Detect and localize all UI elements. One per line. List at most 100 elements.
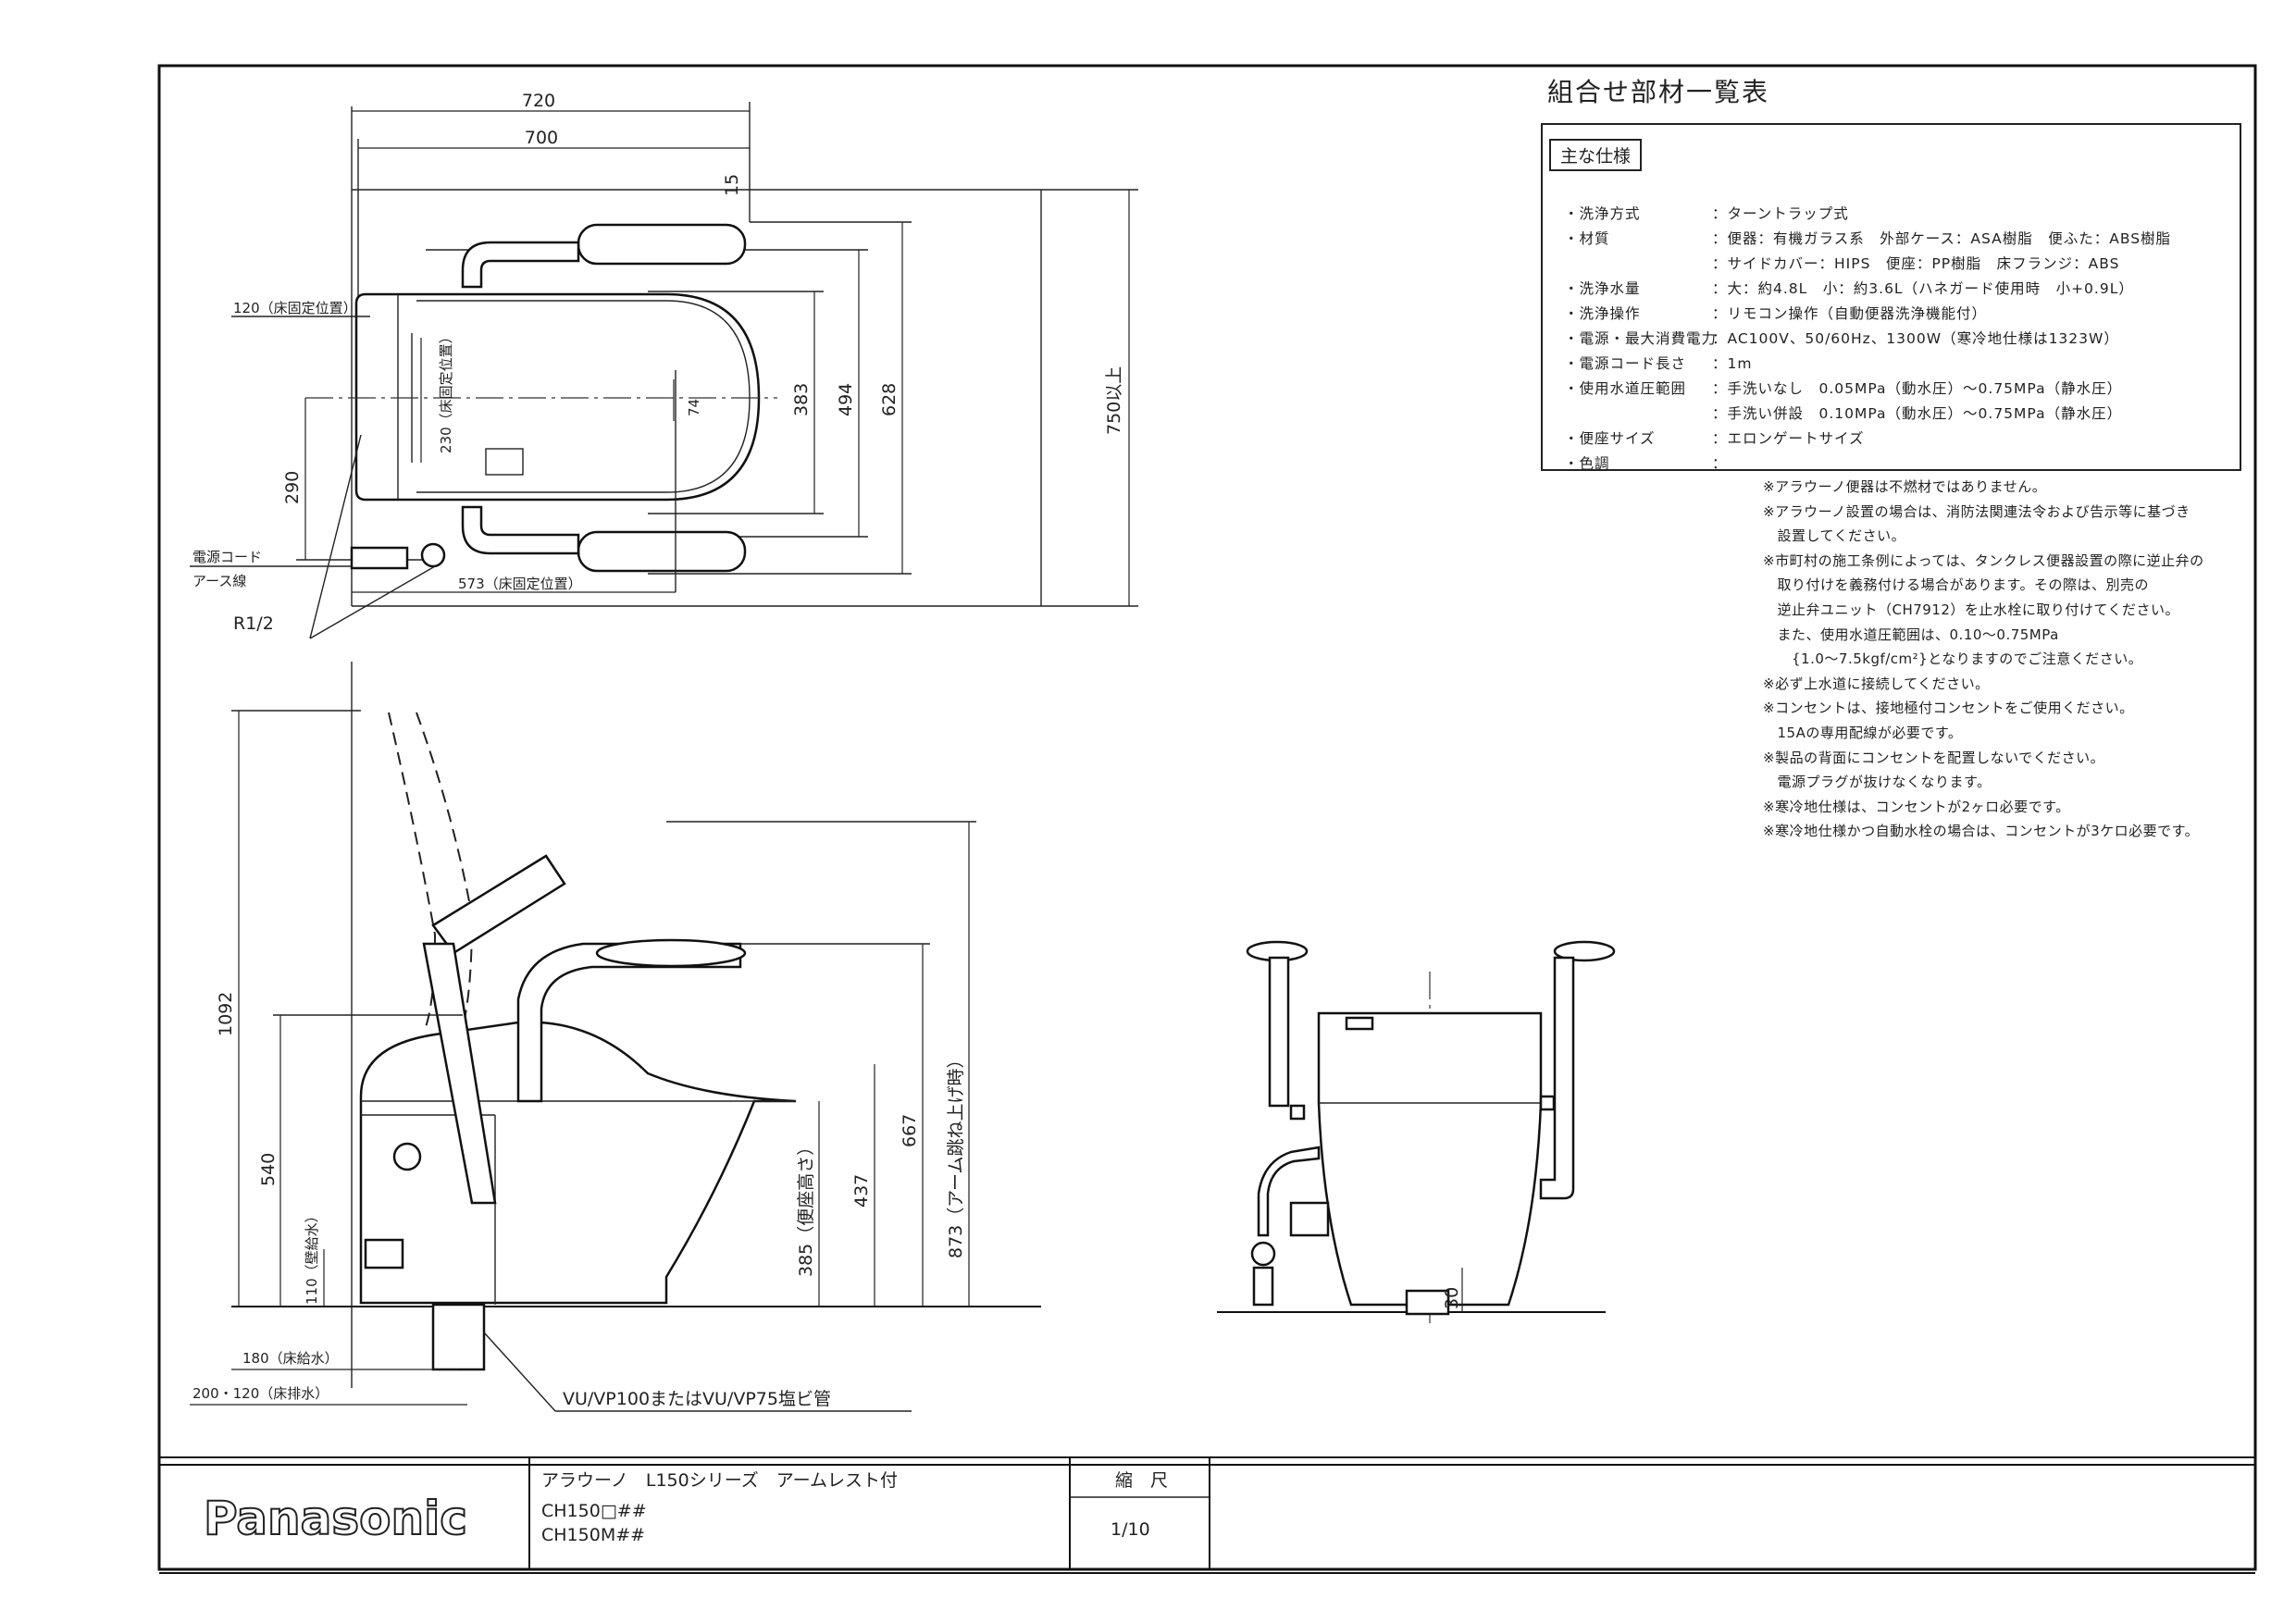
spec-box <box>1541 123 2241 471</box>
spec-value: ：リモコン操作（自動便器洗浄機能付） <box>1712 305 1988 322</box>
scale-value: 1/10 <box>1111 1519 1150 1540</box>
note: ※必ず上水道に接続してください。 <box>1763 675 1990 692</box>
spec-row: ・洗浄操作 ：リモコン操作（自動便器洗浄機能付） <box>1564 302 2230 327</box>
dim-120: 120（床固定位置） <box>233 300 357 316</box>
spec-label: ・洗浄水量 <box>1564 280 1641 297</box>
dim-494: 494 <box>836 383 856 416</box>
spec-value: ：1m <box>1712 355 1753 372</box>
model-number-2: CH150M## <box>541 1525 646 1545</box>
dim-667: 667 <box>900 1114 920 1147</box>
note: 電源プラグが抜けなくなります。 <box>1763 774 1992 791</box>
note: 取り付けを義務付ける場合があります。その際は、別売の <box>1763 576 2150 594</box>
spec-row: ：サイドカバー：HIPS 便座：PP樹脂 床フランジ：ABS <box>1564 252 2230 277</box>
dim-540: 540 <box>258 1153 279 1186</box>
dim-180: 180（床給水） <box>242 1350 339 1367</box>
remote-holder <box>485 448 524 476</box>
toilet-side-body <box>359 1021 797 1305</box>
dim-30: 30 <box>1442 1287 1462 1309</box>
spec-value: ：ターントラップ式 <box>1712 205 1849 222</box>
spec-label: ・使用水道圧範囲 <box>1564 380 1687 397</box>
spec-row: ・洗浄水量 ：大：約4.8L 小：約3.6L（ハネガード使用時 小+0.9L） <box>1564 277 2230 302</box>
note: ※寒冷地仕様かつ自動水栓の場合は、コンセントが3ケロ必要です。 <box>1763 823 2200 840</box>
toilet-plan-body <box>354 292 761 502</box>
note: また、使用水道圧範囲は、0.10～0.75MPa <box>1763 626 2059 643</box>
panasonic-logo: Panasonic <box>204 1491 468 1545</box>
dim-74: 74 <box>686 399 702 416</box>
dim-1092: 1092 <box>216 992 236 1036</box>
spec-value: ：サイドカバー：HIPS 便座：PP樹脂 床フランジ：ABS <box>1712 255 2120 272</box>
notes: ※アラウーノ便器は不燃材ではありません。 ※アラウーノ設置の場合は、消防法関連法… <box>1763 475 2281 844</box>
armrest-bottom <box>577 530 747 573</box>
plan-view: 720 700 15 750以上 628 494 383 230（床固定位置） <box>190 91 1138 639</box>
spec-value: ：大：約4.8L 小：約3.6L（ハネガード使用時 小+0.9L） <box>1712 280 2134 297</box>
spec-label: ・洗浄方式 <box>1564 205 1641 222</box>
spec-row: ・電源コード長さ ：1m <box>1564 352 2230 377</box>
dim-628: 628 <box>879 383 900 416</box>
armrest-top <box>577 223 747 266</box>
label-pipe: VU/VP100またはVU/VP75塩ビ管 <box>563 1389 831 1409</box>
spec-row: ・洗浄方式 ：ターントラップ式 <box>1564 202 2230 227</box>
dim-15: 15 <box>722 174 742 196</box>
water-valve <box>350 546 409 570</box>
spec-title: 組合せ部材一覧表 <box>1547 77 1770 107</box>
label-power-cord: 電源コード <box>192 549 262 565</box>
sheet-frame <box>157 64 2257 1571</box>
spec-value: ：AC100V、50/60Hz、1300W（寒冷地仕様は1323W） <box>1712 330 2119 347</box>
label-earth: アース線 <box>192 573 246 589</box>
note: ※アラウーノ設置の場合は、消防法関連法令および告示等に基づき <box>1763 502 2191 520</box>
spec-heading: 主な仕様 <box>1549 139 1643 171</box>
spec-value: ：エロンゲートサイズ <box>1712 430 1865 447</box>
front-view: 30 <box>1217 940 1616 1323</box>
spec-value: ： <box>1712 455 1728 472</box>
note: {1.0～7.5kgf/cm²}となりますのでご注意ください。 <box>1763 650 2143 668</box>
spec-label <box>1564 252 1712 277</box>
spec-row: ・色調 ： <box>1564 452 2230 477</box>
model-number-1: CH150□## <box>541 1501 647 1521</box>
spec-value: ：手洗い併設 0.10MPa（動水圧）～0.75MPa（静水圧） <box>1712 405 2123 422</box>
spec-value: ：便器：有機ガラス系 外部ケース：ASA樹脂 便ふた：ABS樹脂 <box>1712 230 2172 247</box>
logo-text: Panasonic <box>204 1492 467 1545</box>
note: 15Aの専用配線が必要です。 <box>1763 724 1963 741</box>
note: 逆止弁ユニット（CH7912）を止水栓に取り付けてください。 <box>1763 601 2179 618</box>
spec-row: ・便座サイズ ：エロンゲートサイズ <box>1564 427 2230 452</box>
dim-383: 383 <box>791 383 812 416</box>
note: ※市町村の施工条例によっては、タンクレス便器設置の際に逆止弁の <box>1763 551 2204 569</box>
spec-label: ・電源コード長さ <box>1564 355 1687 372</box>
spec-row: ・使用水道圧範囲 ：手洗いなし 0.05MPa（動水圧）～0.75MPa（静水圧） <box>1564 377 2230 402</box>
dim-873: 873（アーム跳ね上げ時） <box>946 1050 966 1258</box>
scale-label: 縮 尺 <box>1115 1470 1169 1491</box>
spec-label: ・電源・最大消費電力 <box>1564 330 1718 347</box>
spec-label: ・便座サイズ <box>1564 430 1656 447</box>
toilet-front-body <box>1317 1011 1543 1307</box>
drain-pipe <box>431 1303 486 1371</box>
dim-720: 720 <box>522 91 555 111</box>
spec-label <box>1564 402 1712 427</box>
spec-label: ・色調 <box>1564 455 1610 472</box>
spec-label: ・洗浄操作 <box>1564 305 1641 322</box>
dim-230: 230（床固定位置） <box>438 329 454 453</box>
spec-rows: ・洗浄方式 ：ターントラップ式 ・材質 ：便器：有機ガラス系 外部ケース：ASA樹脂… <box>1564 202 2230 477</box>
note: ※アラウーノ便器は不燃材ではありません。 <box>1763 478 2047 495</box>
dim-750: 750以上 <box>1104 366 1124 435</box>
label-r12: R1/2 <box>233 613 274 634</box>
dim-110: 110（壁給水） <box>304 1208 320 1305</box>
dim-700: 700 <box>525 128 558 148</box>
product-name: アラウーノ L150シリーズ アームレスト付 <box>541 1470 899 1491</box>
dim-385: 385（便座高さ） <box>796 1138 816 1277</box>
spec-row: ・電源・最大消費電力：AC100V、50/60Hz、1300W（寒冷地仕様は13… <box>1564 327 2230 352</box>
dim-290: 290 <box>282 471 303 504</box>
dim-573: 573（床固定位置） <box>458 576 582 592</box>
dim-437: 437 <box>851 1174 872 1208</box>
spec-row: ：手洗い併設 0.10MPa（動水圧）～0.75MPa（静水圧） <box>1564 402 2230 427</box>
spec-value: ：手洗いなし 0.05MPa（動水圧）～0.75MPa（静水圧） <box>1712 380 2123 397</box>
note: ※コンセントは、接地極付コンセントをご使用ください。 <box>1763 700 2134 717</box>
spec-row: ・材質 ：便器：有機ガラス系 外部ケース：ASA樹脂 便ふた：ABS樹脂 <box>1564 227 2230 252</box>
side-view: 1092 540 110（壁給水） 385（便座高さ） 437 667 873（… <box>190 662 1041 1412</box>
floor-drain <box>420 542 446 568</box>
spec-label: ・材質 <box>1564 230 1610 247</box>
note: 設置してください。 <box>1763 527 1906 545</box>
note: ※寒冷地仕様は、コンセントが2ヶロ必要です。 <box>1763 798 2070 815</box>
note: ※製品の背面にコンセントを配置しないでください。 <box>1763 749 2105 766</box>
dim-200: 200・120（床排水） <box>192 1385 329 1402</box>
